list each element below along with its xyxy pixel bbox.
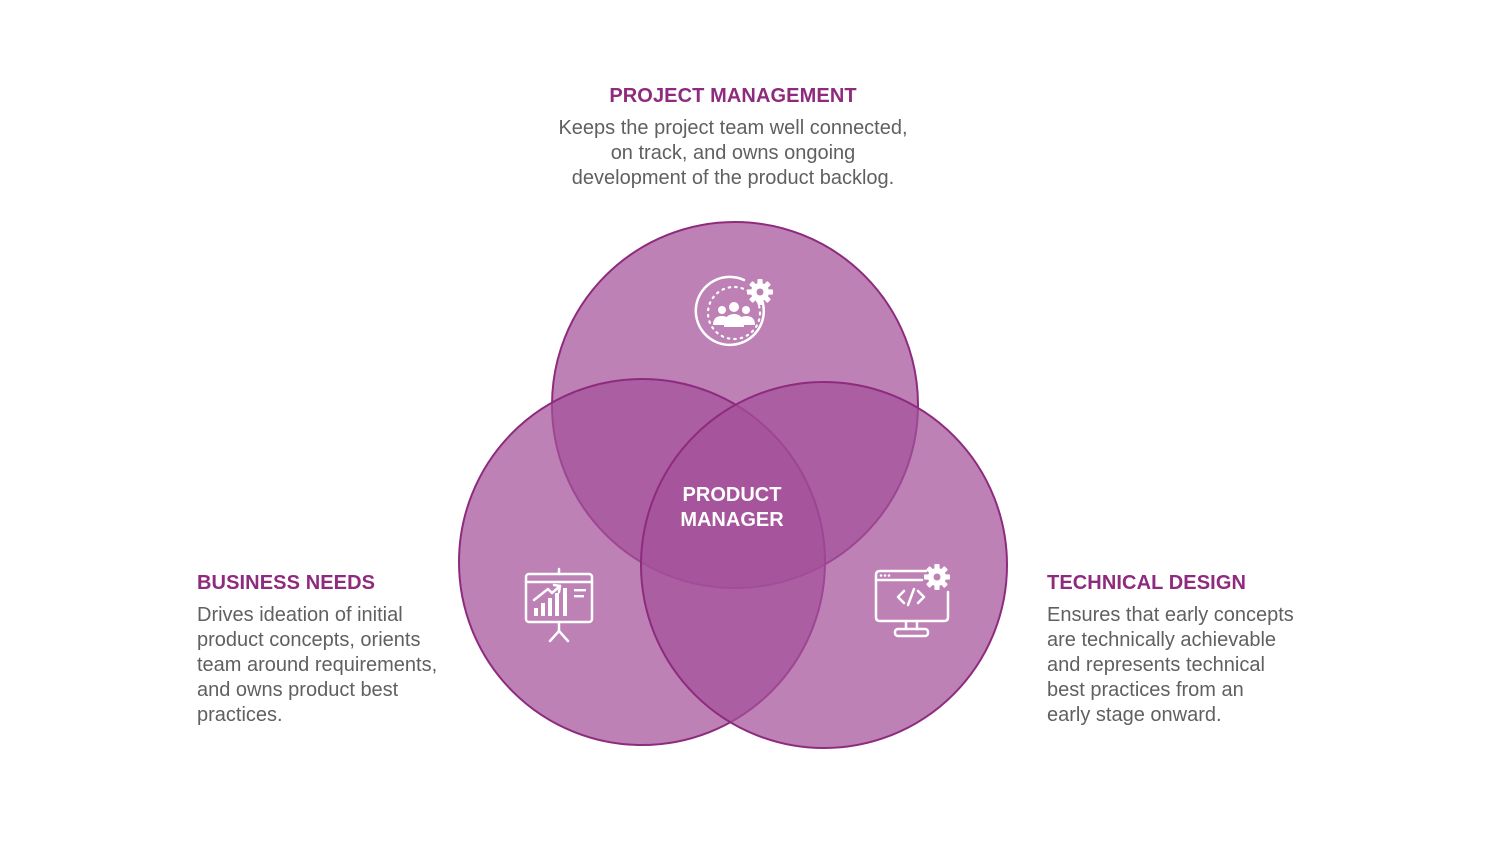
business-needs-title: BUSINESS NEEDS (197, 572, 376, 594)
technical-design-block: TECHNICAL DESIGN Ensures that early conc… (1047, 571, 1337, 728)
presentation-chart-icon (524, 567, 594, 643)
business-needs-line: product concepts, orients (197, 629, 421, 651)
team-gear-icon (694, 275, 773, 347)
technical-design-line: Ensures that early concepts (1047, 604, 1294, 626)
project-management-line: development of the product backlog. (571, 167, 895, 189)
center-label-line1: PRODUCT (683, 484, 782, 506)
business-needs-description: Drives ideation of initial product conce… (197, 603, 467, 728)
technical-design-line: and represents technical (1047, 654, 1265, 676)
center-label-line2: MANAGER (680, 509, 784, 531)
project-management-line: Keeps the project team well connected, (558, 117, 908, 139)
technical-design-line: early stage onward. (1047, 704, 1222, 726)
business-needs-block: BUSINESS NEEDS Drives ideation of initia… (197, 571, 467, 728)
technical-design-description: Ensures that early concepts are technica… (1047, 603, 1337, 728)
business-needs-line: team around requirements, (197, 654, 438, 676)
business-needs-line: Drives ideation of initial (197, 604, 403, 626)
project-management-line: on track, and owns ongoing (610, 142, 856, 164)
project-management-description: Keeps the project team well connected, o… (500, 116, 966, 191)
circle-technical-design (640, 381, 1008, 749)
business-needs-line: and owns product best (197, 679, 399, 701)
project-management-title: PROJECT MANAGEMENT (609, 85, 857, 107)
technical-design-line: are technically achievable (1047, 629, 1277, 651)
venn-circles (458, 221, 1008, 749)
technical-design-line: best practices from an (1047, 679, 1244, 701)
business-needs-line: practices. (197, 704, 283, 726)
project-management-block: PROJECT MANAGEMENT Keeps the project tea… (500, 84, 966, 191)
code-monitor-gear-icon (874, 564, 950, 638)
technical-design-title: TECHNICAL DESIGN (1047, 572, 1247, 594)
